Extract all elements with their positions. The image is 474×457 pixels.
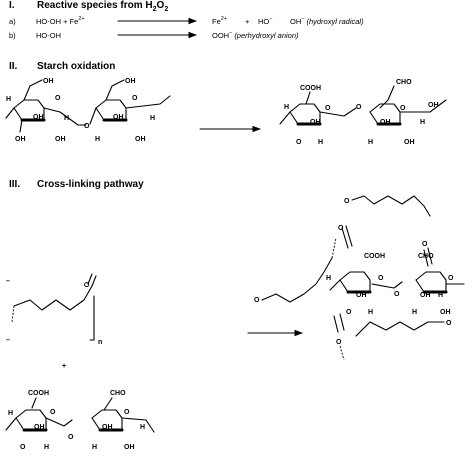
- oxidized-starch-structure: COOH O H OH O H O CHO O OH H OH OH H: [279, 79, 447, 146]
- chain-carbonyl-o: O: [83, 281, 92, 289]
- section2-number: II.: [9, 61, 18, 72]
- reactant-h-1: H: [8, 410, 13, 417]
- chain-dash-bottom: –: [6, 337, 10, 344]
- product-carbonyl-o-3: O: [336, 339, 342, 346]
- product-oh-2: OH: [380, 119, 391, 126]
- starch-oh-2: OH: [33, 114, 44, 121]
- starch-oh-1: OH: [15, 136, 26, 143]
- product-h-3: H: [368, 139, 373, 146]
- starch-h-3: H: [95, 136, 100, 143]
- starch-h-4: H: [150, 115, 155, 122]
- product3-oh-2: OH: [420, 292, 431, 299]
- section3-number: III.: [9, 179, 20, 190]
- reactant-cooh: COOH: [28, 390, 49, 397]
- product-carbonyl-o-2: O: [422, 241, 428, 248]
- reactant-keto: O: [20, 444, 26, 451]
- product3-oh-1: OH: [356, 292, 367, 299]
- product-chain-o-top: O: [344, 198, 350, 205]
- product3-o-lower: O: [346, 309, 352, 316]
- starch-oh-4: OH: [113, 114, 124, 121]
- product-h-4: H: [420, 119, 425, 126]
- product-h-2: H: [318, 139, 323, 146]
- reaction-a: a) HO-OH + Fe2+ Fe2+ + HO− OH−(hydroxyl …: [9, 16, 364, 26]
- section1-title: Reactive species from H2O2: [37, 0, 168, 13]
- section-reactive-species: I. Reactive species from H2O2 a) HO-OH +…: [9, 0, 364, 40]
- product-oh-3: OH: [404, 139, 415, 146]
- chain-dash-top: –: [6, 278, 10, 285]
- repeat-n: n: [98, 339, 102, 346]
- product-chain-o-right: O: [446, 320, 452, 327]
- reaction-a-reactants: HO-OH + Fe2+: [36, 16, 85, 26]
- starch-structure: OH O OH OH OH H H O O OH O OH OH H H: [5, 78, 171, 143]
- reactant-h-2: H: [44, 444, 49, 451]
- starch-oh-5: OH: [135, 136, 146, 143]
- product-carbonyl-o-1: O: [338, 225, 344, 232]
- reactant-h-4: H: [140, 424, 145, 431]
- product-cooh-1: COOH: [300, 85, 321, 92]
- section3-title: Cross-linking pathway: [37, 179, 144, 190]
- reaction-b-product: OOH−(perhydroxyl anion): [212, 30, 299, 40]
- product3-h-1: H: [326, 275, 331, 282]
- product-ring-o-1: O: [325, 105, 331, 112]
- reaction-b: b) HO-OH OOH−(perhydroxyl anion): [9, 30, 299, 40]
- product-ring-o-2: O: [400, 105, 406, 112]
- product3-ring-o-1: O: [378, 275, 384, 282]
- polymer-chain: – O n –: [6, 273, 102, 346]
- section-starch-oxidation: II. Starch oxidation OH O OH OH OH H H O…: [5, 61, 447, 146]
- product3-bridge-o: O: [394, 291, 400, 298]
- section2-title: Starch oxidation: [37, 61, 115, 72]
- product-h-1: H: [284, 104, 289, 111]
- product-keto-1: O: [296, 139, 302, 146]
- oxidized-starch-reactant: COOH O H OH O H O CHO O OH H OH H: [5, 390, 155, 451]
- starch-h-2: H: [64, 115, 69, 122]
- reactant-ring-o-2: O: [124, 409, 130, 416]
- reaction-b-reactant: HO-OH: [36, 31, 61, 40]
- product-oh-1: OH: [310, 119, 321, 126]
- product3-h-2: H: [368, 309, 373, 316]
- starch-oh-3: OH: [55, 136, 66, 143]
- product-cooh: COOH: [364, 253, 385, 260]
- plus-sign: +: [62, 363, 66, 370]
- product3-ring-o-2: O: [448, 275, 454, 282]
- product3-h-3: H: [438, 292, 443, 299]
- reaction-a-hydroxide: HO−: [258, 16, 272, 26]
- reaction-b-tag: b): [9, 31, 16, 40]
- reactant-bridge-o: O: [68, 434, 74, 441]
- reaction-a-iron: Fe2+: [212, 16, 227, 26]
- starch-h-1: H: [6, 96, 11, 103]
- starch-ch2oh-1: OH: [43, 78, 54, 85]
- reaction-a-tag: a): [9, 17, 16, 26]
- reactant-cho: CHO: [110, 390, 126, 397]
- starch-ch2oh-2: OH: [125, 78, 136, 85]
- starch-ring-o-2: O: [132, 95, 138, 102]
- product-oh-4: OH: [428, 102, 439, 109]
- product3-h-4: H: [412, 309, 417, 316]
- reactant-h-3: H: [92, 444, 97, 451]
- product-bridge-o: O: [356, 104, 362, 111]
- section-cross-linking: III. Cross-linking pathway – O n – + COO…: [5, 179, 465, 451]
- reactant-oh-1: OH: [34, 424, 45, 431]
- crosslinked-product: O O O COOH O H OH O H O CHO O O OH H: [254, 195, 465, 361]
- starch-bridge-o: O: [84, 123, 90, 130]
- reactant-ring-o-1: O: [50, 409, 56, 416]
- reaction-a-radical: OH−(hydroxyl radical): [290, 16, 364, 26]
- reactant-oh-3: OH: [124, 444, 135, 451]
- product3-oh-3: OH: [440, 309, 451, 316]
- reaction-a-plus: +: [245, 17, 250, 26]
- product-chain-o-left: O: [254, 297, 260, 304]
- starch-ring-o-1: O: [55, 95, 61, 102]
- section1-number: I.: [9, 0, 15, 11]
- product-cho-1: CHO: [396, 79, 412, 86]
- reactant-oh-2: OH: [102, 424, 113, 431]
